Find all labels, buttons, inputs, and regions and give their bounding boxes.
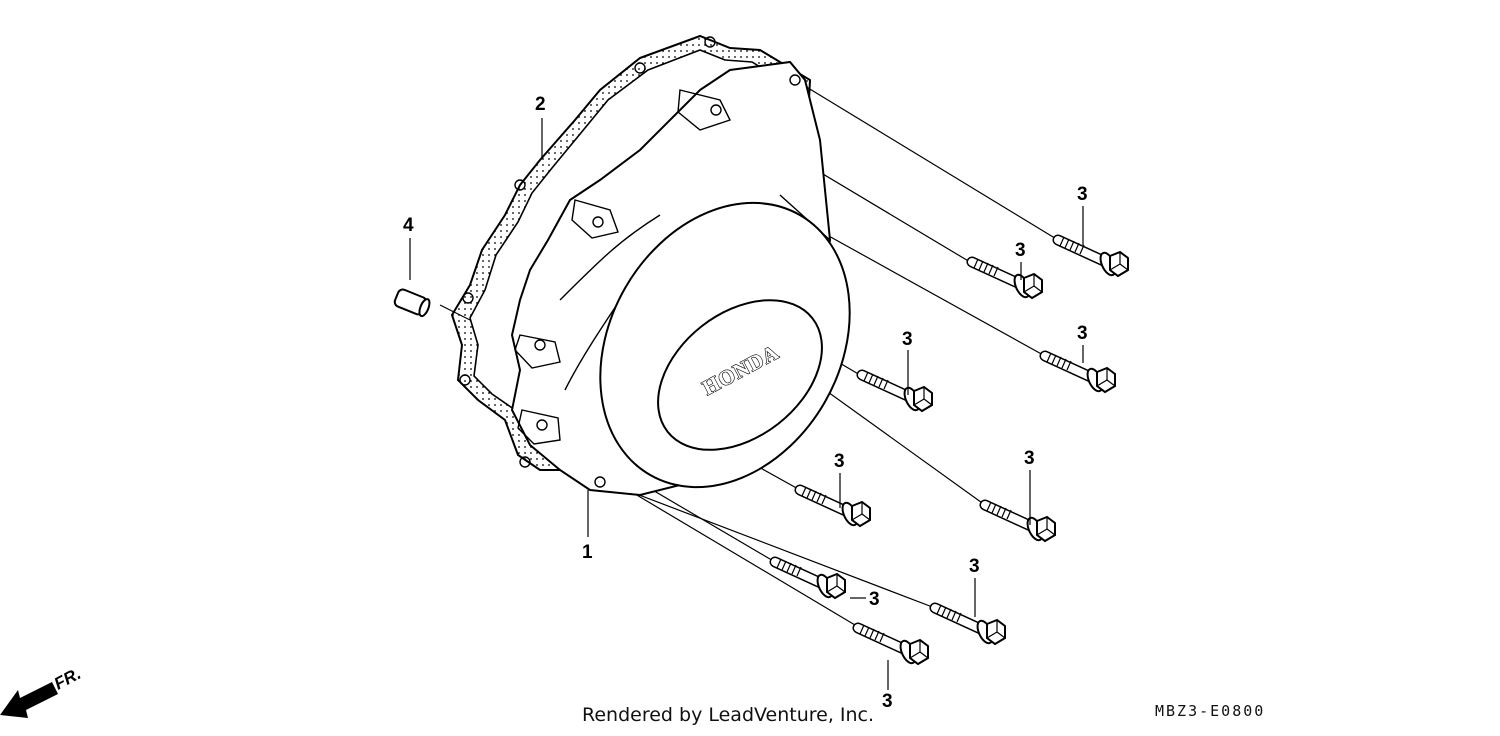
callout-bolt-9: 3 bbox=[882, 691, 893, 712]
callout-labels: 2 4 1 3 3 3 3 3 3 3 3 3 bbox=[403, 94, 1088, 712]
render-credit: Rendered by LeadVenture, Inc. bbox=[582, 704, 875, 726]
callout-cover: 1 bbox=[582, 542, 593, 563]
bolt-1 bbox=[1058, 237, 1128, 277]
callout-bolt-2: 3 bbox=[1015, 240, 1026, 261]
bolt-6 bbox=[800, 487, 870, 527]
diagram-code: MBZ3-E0800 bbox=[1155, 702, 1266, 720]
callout-bolt-3: 3 bbox=[1077, 323, 1088, 344]
callout-bolt-4: 3 bbox=[902, 329, 913, 350]
front-arrow-icon bbox=[0, 682, 58, 718]
bolt-8 bbox=[935, 605, 1005, 645]
callout-bolt-6: 3 bbox=[1024, 448, 1035, 469]
callout-gasket: 2 bbox=[535, 94, 546, 115]
bolt-5 bbox=[985, 502, 1055, 542]
bolt-4 bbox=[862, 372, 932, 412]
callout-bolt-8: 3 bbox=[869, 589, 880, 610]
dowel-pin bbox=[393, 288, 431, 318]
callout-leaders bbox=[409, 118, 1084, 690]
bolt-7 bbox=[775, 559, 845, 599]
front-label: FR. bbox=[51, 664, 84, 694]
generator-cover: HONDA bbox=[510, 60, 851, 497]
bolt-2 bbox=[972, 259, 1042, 299]
callout-bolt-5: 3 bbox=[834, 451, 845, 472]
callout-bolt-7: 3 bbox=[969, 556, 980, 577]
callout-dowel: 4 bbox=[403, 215, 414, 236]
bolt-9 bbox=[858, 625, 928, 665]
front-direction-indicator: FR. bbox=[0, 664, 84, 718]
bolt-3 bbox=[1045, 353, 1115, 393]
callout-bolt-1: 3 bbox=[1077, 184, 1088, 205]
